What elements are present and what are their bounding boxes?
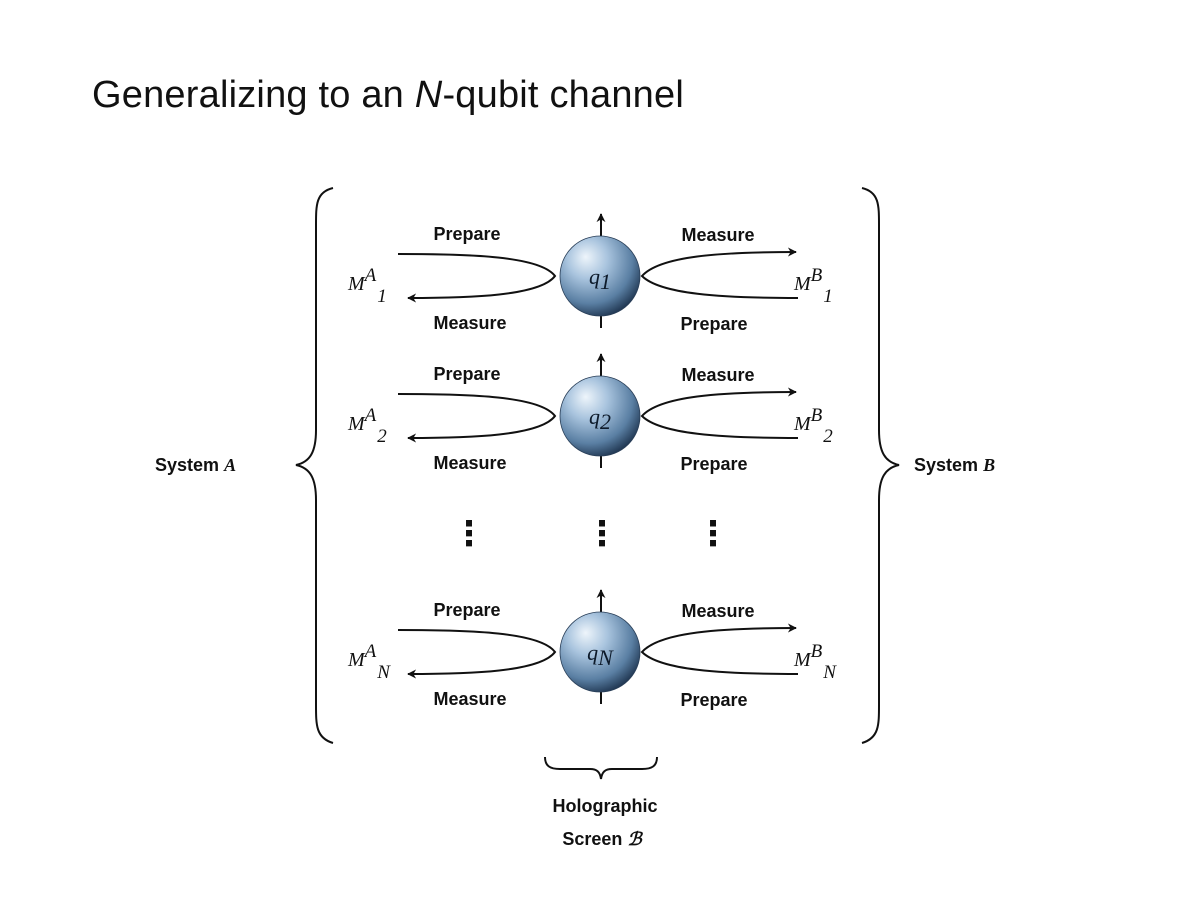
title-text-start: Generalizing to an: [92, 74, 415, 116]
system-a-label: System A: [155, 455, 236, 475]
left-bottom-label: Measure: [433, 453, 506, 473]
qubit-label: q1: [589, 264, 611, 294]
right-top-label: Measure: [681, 365, 754, 385]
left-bottom-label: Measure: [433, 313, 506, 333]
qubit-sphere: [559, 611, 641, 693]
left-loop-arrow: [397, 393, 557, 443]
right-bottom-label: Prepare: [680, 314, 747, 334]
left-brace: [295, 187, 334, 744]
screen-brace: [544, 756, 658, 780]
ellipsis-right: ⋮: [696, 515, 730, 553]
slide-title: Generalizing to an N-qubit channel: [92, 74, 684, 117]
right-loop-arrow: [640, 387, 799, 439]
screen-label-line1: Holographic: [552, 796, 657, 816]
title-text-end: -qubit channel: [442, 74, 684, 116]
left-top-label: Prepare: [433, 364, 500, 384]
qubit-label: qN: [587, 640, 614, 670]
qubit-sphere: [559, 235, 641, 317]
screen-label-line2: Screen ℬ: [562, 829, 643, 849]
right-top-label: Measure: [681, 225, 754, 245]
right-brace: [861, 187, 900, 744]
left-top-label: Prepare: [433, 600, 500, 620]
system-b-label: System B: [914, 455, 995, 475]
m-a-label: MA1: [347, 265, 387, 307]
m-a-label: MAN: [347, 641, 391, 683]
qubit-rows: q1PrepareMeasureMeasurePrepareMA1MB1q2Pr…: [347, 213, 837, 710]
right-loop-arrow: [640, 247, 799, 299]
m-b-label: MBN: [793, 641, 837, 683]
qubit-label: q2: [589, 404, 611, 434]
right-bottom-label: Prepare: [680, 690, 747, 710]
left-top-label: Prepare: [433, 224, 500, 244]
qubit-sphere: [559, 375, 641, 457]
left-loop-arrow: [397, 629, 557, 679]
right-loop-arrow: [640, 623, 799, 675]
m-b-label: MB2: [793, 405, 833, 447]
right-top-label: Measure: [681, 601, 754, 621]
title-n: N: [414, 74, 443, 116]
m-b-label: MB1: [793, 265, 833, 307]
left-bottom-label: Measure: [433, 689, 506, 709]
ellipsis-left: ⋮: [452, 515, 486, 553]
right-bottom-label: Prepare: [680, 454, 747, 474]
ellipsis-center: ⋮: [585, 515, 619, 553]
left-loop-arrow: [397, 253, 557, 303]
m-a-label: MA2: [347, 405, 387, 447]
